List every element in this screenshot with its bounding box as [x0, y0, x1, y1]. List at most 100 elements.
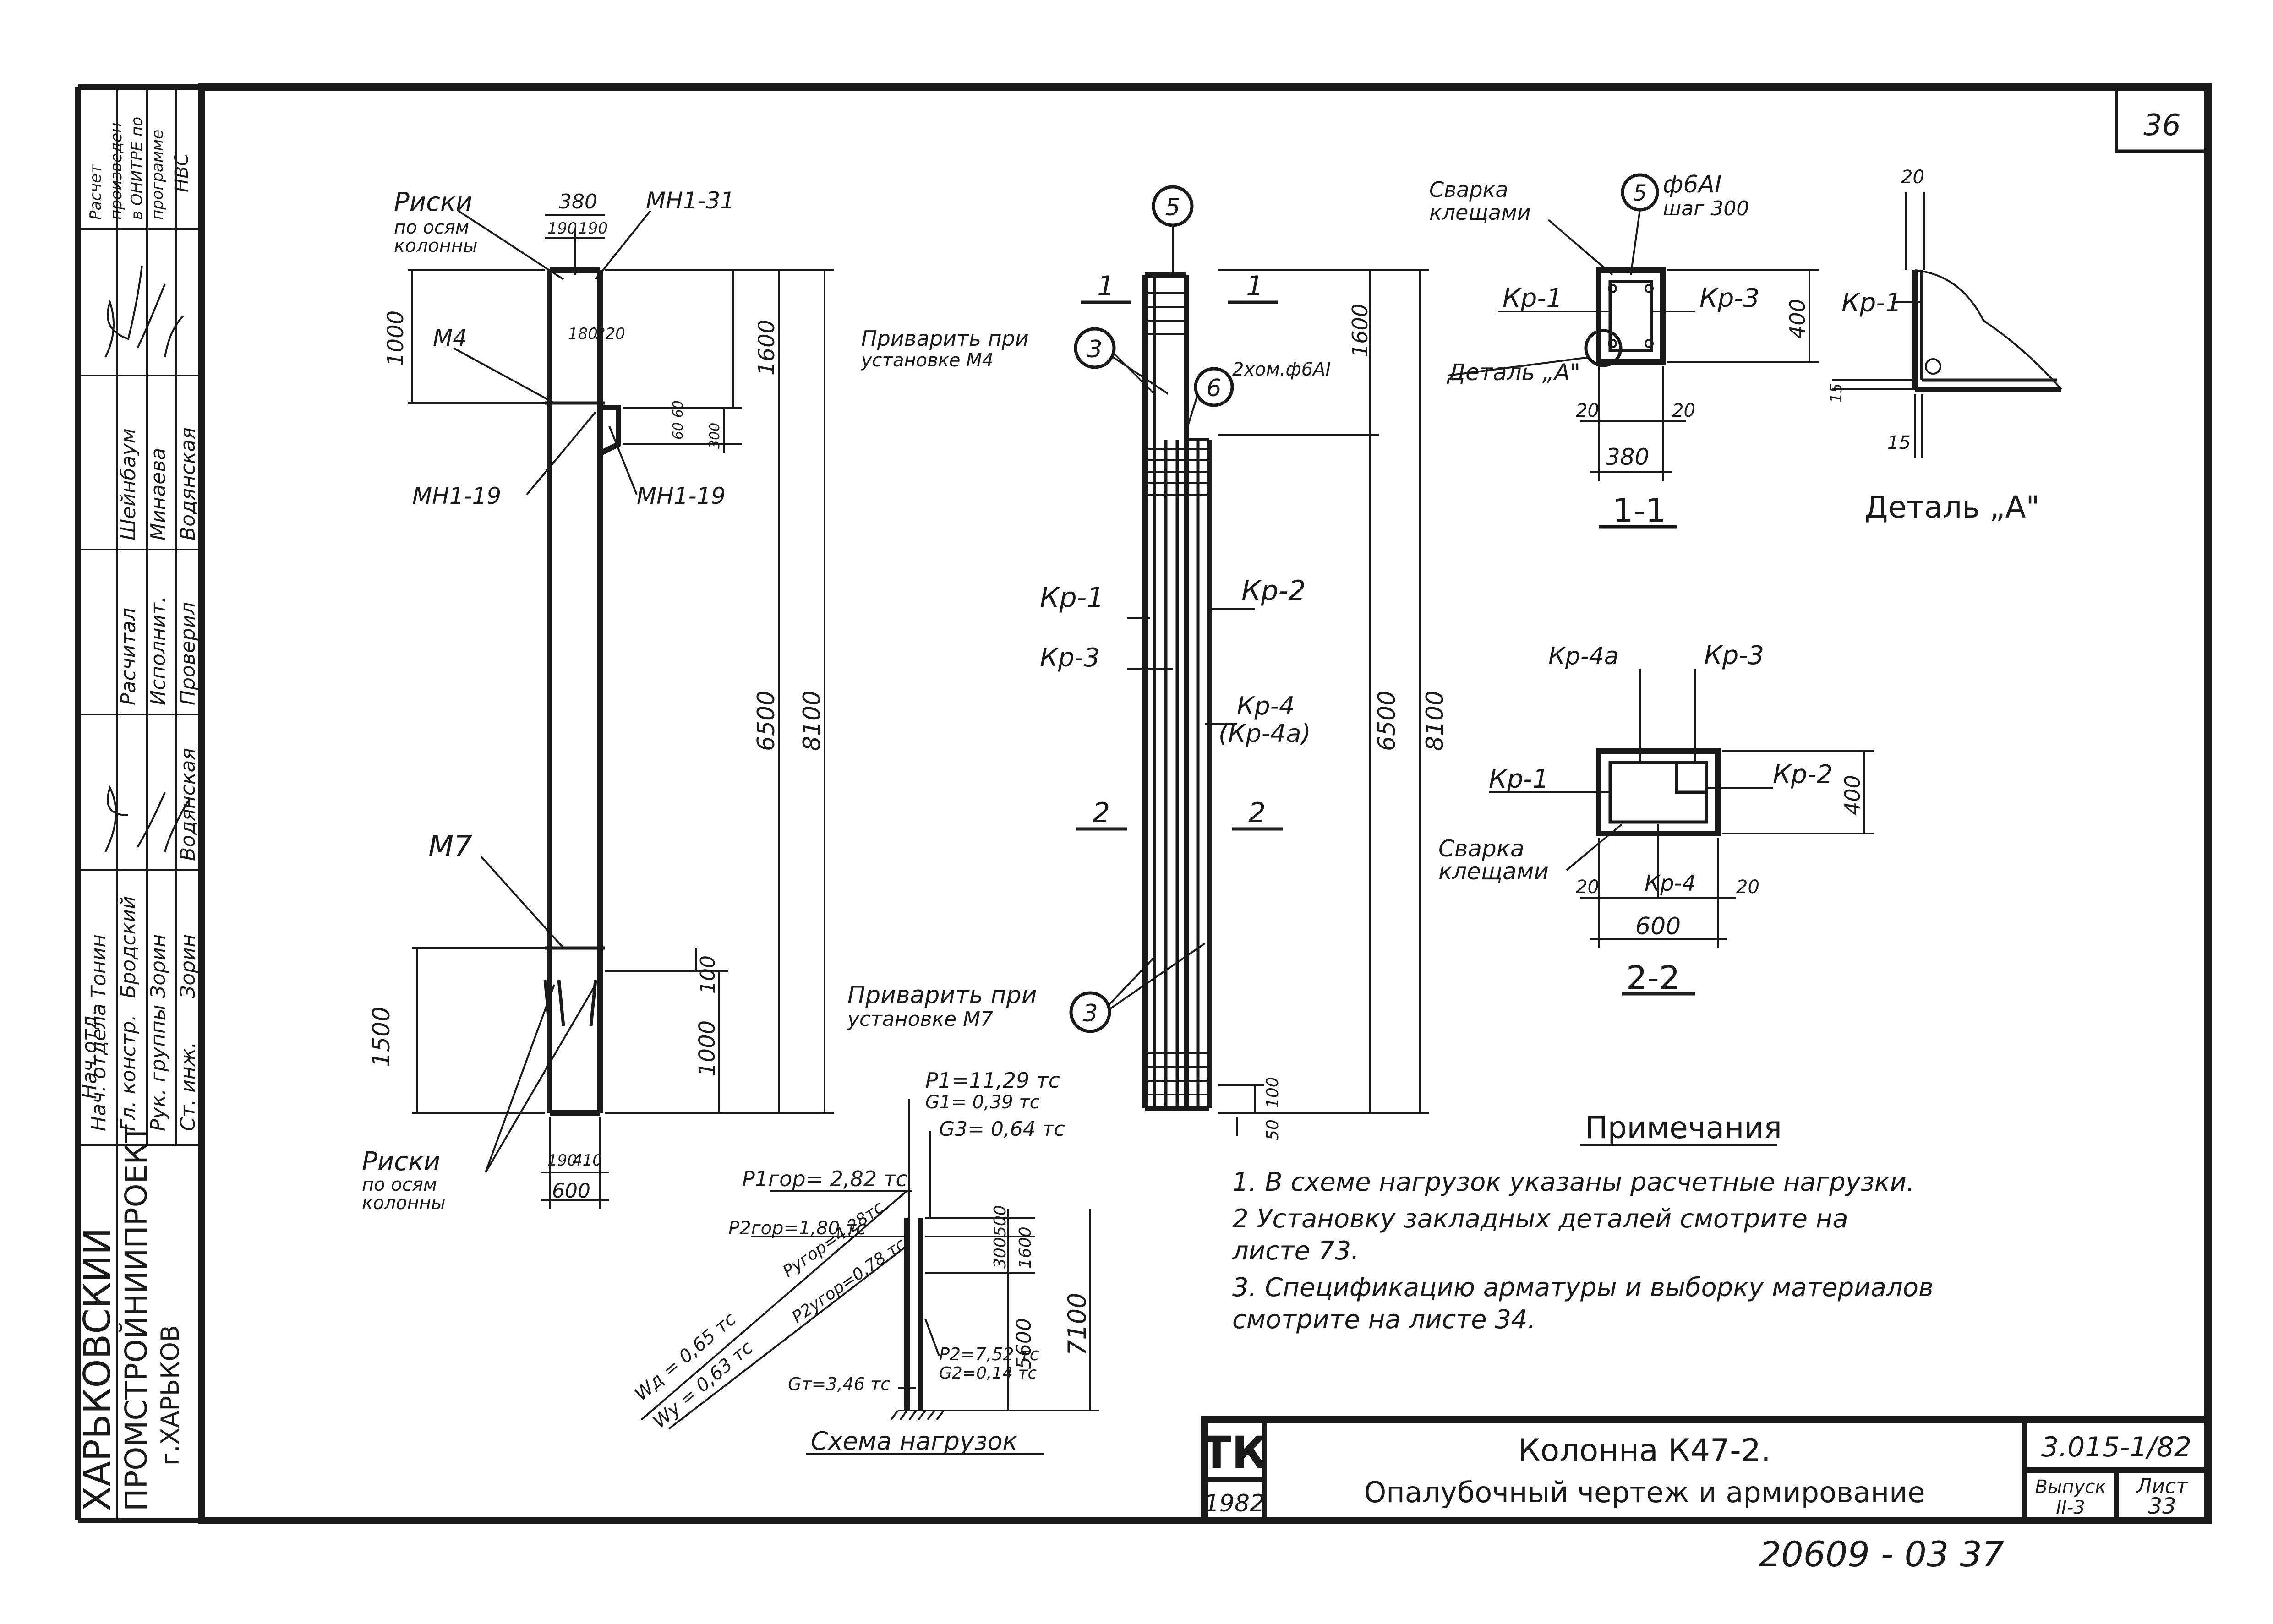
stamp-rolename-0: Шейнбаум	[117, 428, 140, 540]
stamp-pos-3: Рук. группы	[147, 1005, 170, 1131]
leader-riski-top	[457, 210, 564, 280]
leader-riski-bottom	[485, 984, 596, 1173]
sec11-dim-380: 380	[1606, 444, 1649, 470]
rebar-dot	[1608, 284, 1617, 293]
detail-a-dim-20: 20	[1901, 167, 1924, 188]
leader-mn1-31	[595, 210, 651, 280]
leader-pos-3-bot	[1108, 943, 1206, 1011]
label-mn1-19-left: МН1-19	[412, 483, 501, 509]
label-kr4: Кр-4	[1237, 692, 1295, 720]
dim-180: 180	[568, 325, 598, 343]
dim-1600-reinf: 1600	[1348, 304, 1372, 357]
title-series: 3.015-1/82	[2041, 1431, 2191, 1463]
stamp-role-0: Расчитал	[117, 608, 140, 705]
sec22-title: 2-2	[1626, 959, 1680, 997]
signature-scribble	[104, 265, 184, 358]
sec22-dim-400: 400	[1840, 775, 1865, 815]
leader-weld	[1547, 219, 1613, 276]
title-issue-value: II-3	[2056, 1497, 2085, 1518]
stamp-posname-4: Водянская	[176, 748, 200, 861]
load-p2-hor: P2гор=1,80 тс	[728, 1218, 866, 1239]
dim-6500: 6500	[753, 691, 780, 751]
stirrups	[1145, 292, 1209, 1095]
detail-a-kr1: Кр-1	[1841, 288, 1901, 318]
label-mn1-19-right: МН1-19	[637, 483, 726, 509]
sec22-kr1: Кр-1	[1489, 764, 1549, 794]
section-2-left: 2	[1093, 797, 1110, 829]
dim-600: 600	[552, 1179, 590, 1203]
detail-a-title: Деталь „А"	[1864, 490, 2040, 525]
sec11-step: шаг 300	[1663, 197, 1749, 220]
dim-1000-bot: 1000	[694, 1020, 720, 1076]
detail-a-dim-15b: 15	[1887, 432, 1911, 453]
pos-3-bot: 3	[1082, 1000, 1098, 1027]
title-line1: Колонна К47-2.	[1518, 1433, 1770, 1469]
label-kr4a: (Кр-4а)	[1218, 719, 1311, 748]
dim-380: 380	[559, 190, 597, 213]
label-kr1: Кр-1	[1040, 582, 1104, 614]
load-dim-7100: 7100	[1063, 1293, 1092, 1356]
sheet-number-box	[2115, 85, 2210, 153]
load-p2: P2=7,52 тс	[939, 1344, 1039, 1364]
label-mn1-31: МН1-31	[646, 187, 735, 214]
stamp-role-2: Проверил	[176, 602, 200, 705]
leader-weld	[1566, 823, 1623, 871]
label-m7: М7	[428, 830, 472, 864]
load-g3: G3= 0,64 тс	[939, 1117, 1065, 1141]
label-kr2: Кр-2	[1241, 575, 1306, 607]
section-1-1-outline	[1596, 267, 1666, 365]
title-line2: Опалубочный чертеж и армирование	[1364, 1476, 1925, 1509]
stamp-posname-2: Зорин	[147, 934, 170, 998]
sheet-number: 36	[2143, 109, 2180, 142]
rebar-dot	[1608, 339, 1617, 348]
label-riski-top-2: по осям	[394, 217, 469, 238]
title-issue-label: Выпуск	[2035, 1477, 2106, 1498]
reinforcement-elevation	[1069, 185, 1429, 1136]
rebar-dot	[1645, 284, 1654, 293]
org-name-line1: ХАРЬКОВСКИЙ	[76, 1227, 119, 1511]
sec11-detail: Деталь „А"	[1447, 359, 1580, 386]
detail-a	[1832, 192, 2062, 458]
label-riski-bottom-2: по осям	[362, 1174, 437, 1195]
stamp-calc-1: произведен	[107, 123, 126, 220]
load-p1: P1=11,29 тс	[925, 1068, 1060, 1093]
sec11-title: 1-1	[1612, 491, 1667, 530]
corbel-outline	[599, 405, 621, 456]
dim-50-reinf: 50	[1263, 1119, 1282, 1140]
leader-pos5	[1630, 209, 1641, 275]
stamp-rolename-1: Минаева	[147, 448, 170, 540]
stamp-posname-1: Бродский	[117, 896, 140, 998]
sec11-dim-20b: 20	[1672, 400, 1695, 421]
leader-p2	[924, 1319, 940, 1356]
dim-1600: 1600	[754, 320, 780, 376]
load-g2: G2=0,14 тс	[939, 1364, 1037, 1383]
notes-title: Примечания	[1585, 1110, 1782, 1145]
load-p1-hor: P1гор= 2,82 тс	[742, 1166, 907, 1191]
weld-note-bot-1: Приварить при	[847, 981, 1037, 1009]
sec11-pos: 5	[1633, 180, 1647, 206]
stamp-position-names: Нач.отд.	[78, 1009, 101, 1099]
sec22-weld-2: клещами	[1438, 858, 1549, 885]
sec22-kr4a: Кр-4а	[1548, 643, 1619, 670]
rebar-dot	[1645, 339, 1654, 348]
balloon-pos-3-bot	[1069, 991, 1111, 1033]
label-riski-top: Риски	[394, 187, 472, 217]
dim-190c: 190	[547, 1151, 577, 1170]
sec22-kr3: Кр-3	[1704, 641, 1764, 670]
leader-pos-3-top	[1112, 356, 1169, 395]
load-title: Схема нагрузок	[811, 1427, 1018, 1455]
weld-note-bot-2: установке М7	[847, 1008, 993, 1031]
section-1-1	[1447, 173, 1819, 529]
two-bars-note: 2хом.ф6АI	[1232, 359, 1331, 380]
sec11-rebar: ф6АI	[1663, 171, 1721, 198]
stamp-rolename-2: Водянская	[176, 427, 200, 540]
note-1: 1. В схеме нагрузок указаны расчетные на…	[1232, 1167, 1915, 1197]
dim-100: 100	[696, 955, 720, 994]
leader-m7	[480, 856, 564, 949]
leader-detail-a	[1447, 356, 1590, 376]
dim-100-reinf: 100	[1263, 1077, 1282, 1108]
section-1-1-cage	[1608, 280, 1653, 352]
leader-m4	[453, 347, 555, 404]
stamp-calc-0: Расчет	[87, 164, 105, 220]
weld-note-top-2: установке М4	[861, 350, 994, 371]
